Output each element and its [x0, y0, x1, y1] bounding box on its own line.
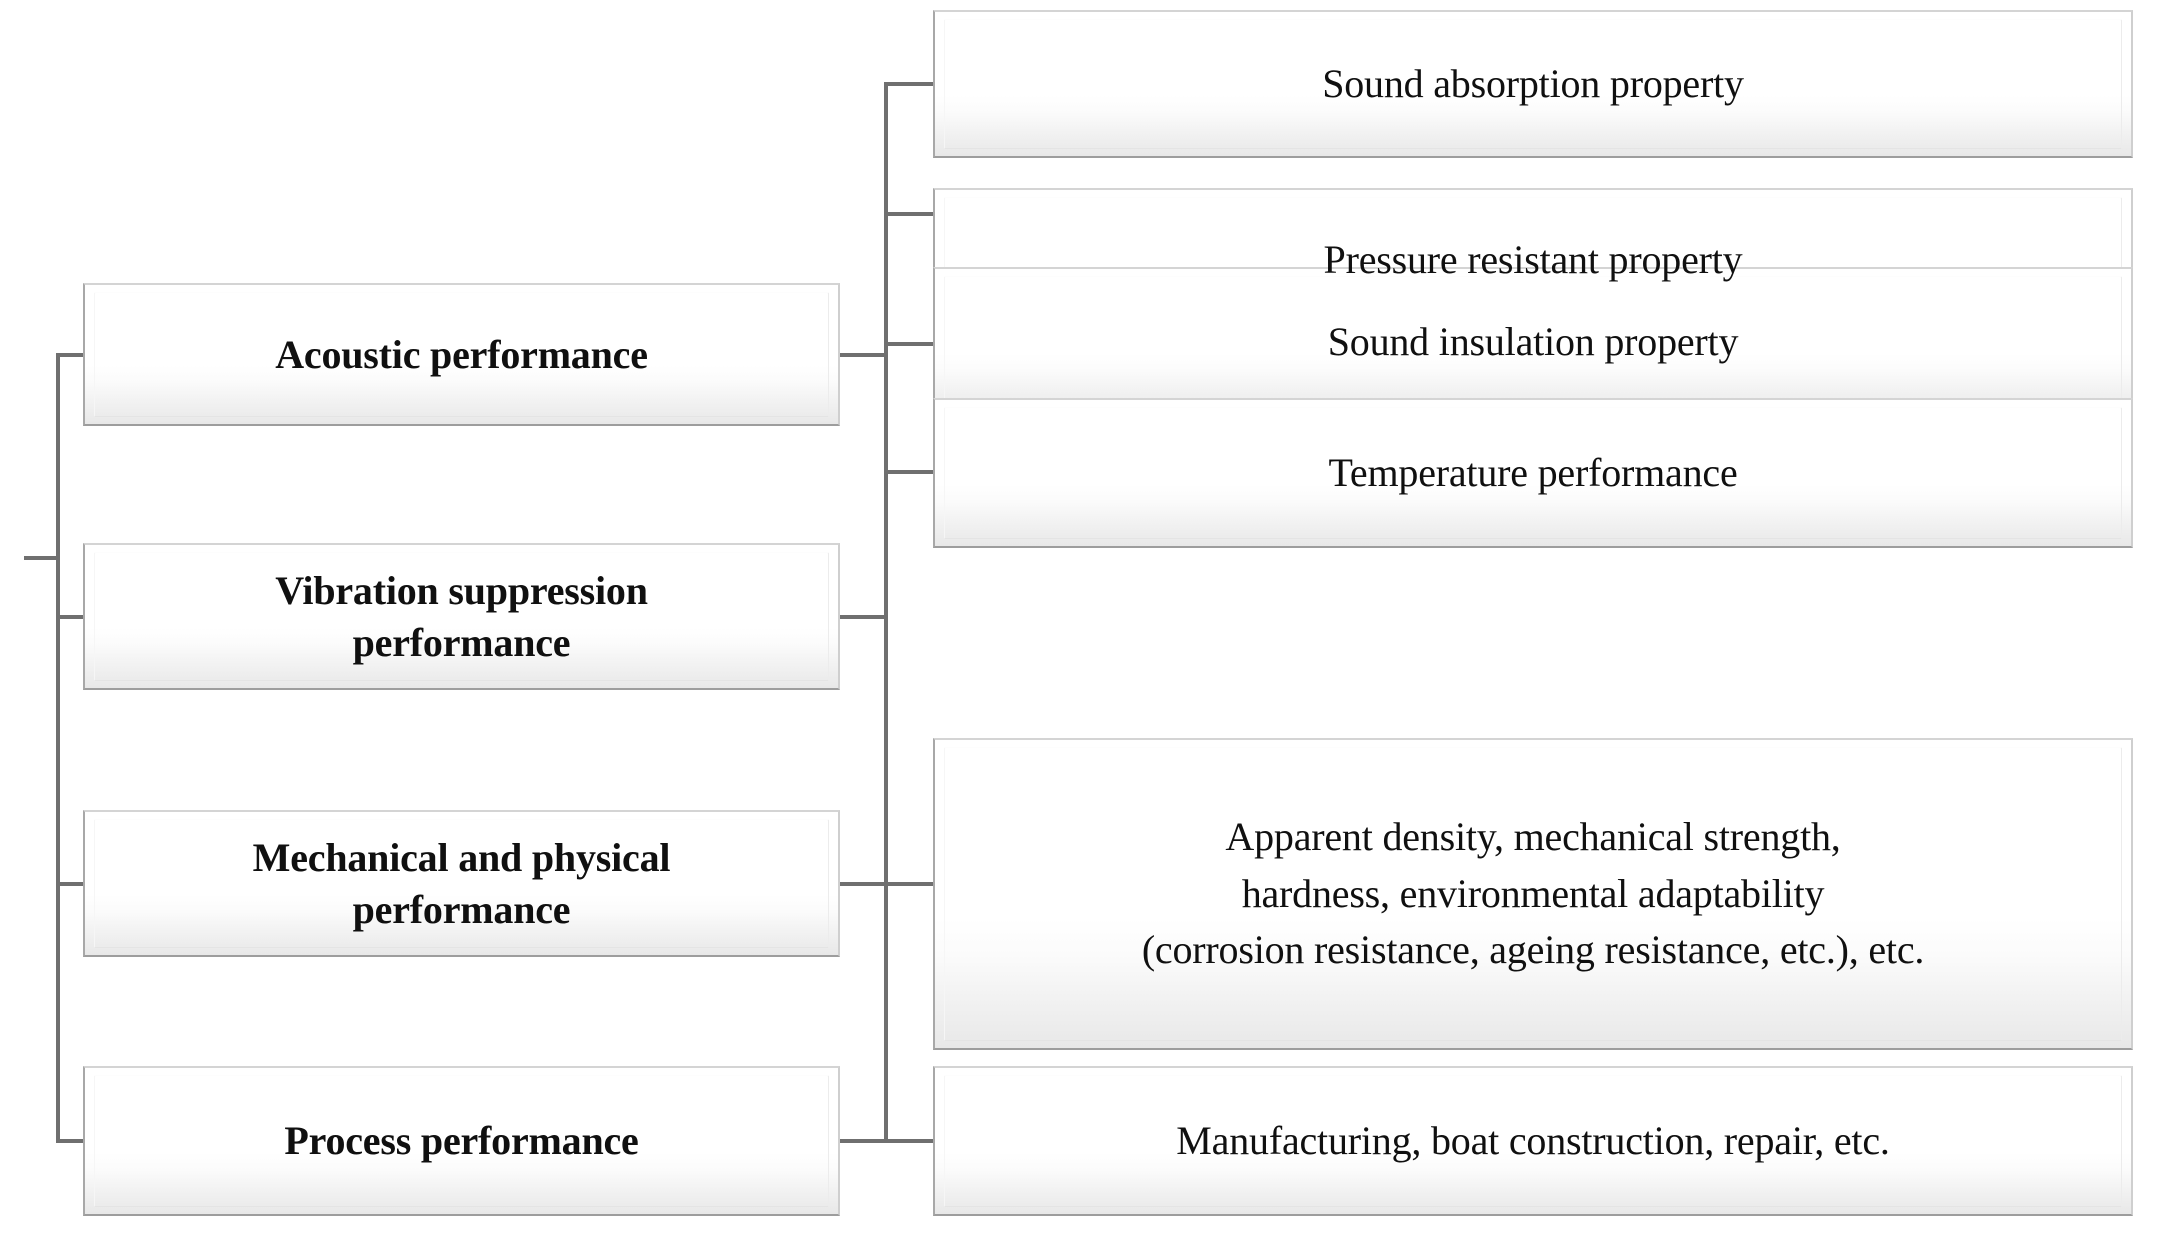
- node-temperature-performance-label: Temperature performance: [1328, 450, 1738, 495]
- node-sound-absorption-property-label: Sound absorption property: [1322, 61, 1744, 106]
- node-mechanical-physical-detail-label: Apparent density, mechanical strength, h…: [1141, 813, 1925, 973]
- node-process-detail[interactable]: Manufacturing, boat construction, repair…: [933, 1066, 2133, 1216]
- node-mechanical-physical-detail[interactable]: Apparent density, mechanical strength, h…: [933, 738, 2133, 1050]
- root-stub-line: [24, 556, 60, 560]
- root-branch-process: [56, 1139, 86, 1143]
- link-group-to-pressure-resistant: [884, 212, 934, 216]
- root-branch-mechanical: [56, 882, 86, 886]
- root-branch-vibration: [56, 615, 86, 619]
- node-vibration-suppression-performance[interactable]: Vibration suppression performance: [83, 543, 840, 690]
- node-sound-absorption-property[interactable]: Sound absorption property: [933, 10, 2133, 158]
- node-acoustic-performance-label: Acoustic performance: [275, 331, 648, 377]
- link-group-to-temperature: [884, 470, 934, 474]
- node-process-performance[interactable]: Process performance: [83, 1066, 840, 1216]
- node-temperature-performance[interactable]: Temperature performance: [933, 398, 2133, 548]
- node-process-performance-label: Process performance: [284, 1118, 639, 1163]
- link-process-to-detail: [840, 1139, 934, 1143]
- node-vibration-suppression-performance-label: Vibration suppression performance: [275, 567, 648, 665]
- node-sound-insulation-property[interactable]: Sound insulation property: [933, 267, 2133, 417]
- link-acoustic-to-group: [840, 353, 888, 357]
- node-pressure-resistant-property-label: Pressure resistant property: [1323, 236, 1743, 282]
- root-trunk-line: [56, 353, 60, 1143]
- node-process-detail-label: Manufacturing, boat construction, repair…: [1176, 1118, 1890, 1163]
- node-acoustic-performance[interactable]: Acoustic performance: [83, 283, 840, 426]
- node-mechanical-and-physical-performance-label: Mechanical and physical performance: [252, 834, 671, 932]
- root-branch-acoustic: [56, 353, 86, 357]
- node-mechanical-and-physical-performance[interactable]: Mechanical and physical performance: [83, 810, 840, 957]
- group-distributor-line: [884, 82, 888, 1142]
- link-group-to-sound-absorption: [884, 82, 934, 86]
- link-vibration-to-group: [840, 615, 888, 619]
- node-sound-insulation-property-label: Sound insulation property: [1327, 319, 1739, 364]
- link-mechanical-to-detail: [840, 882, 934, 886]
- link-group-to-sound-insulation: [884, 342, 934, 346]
